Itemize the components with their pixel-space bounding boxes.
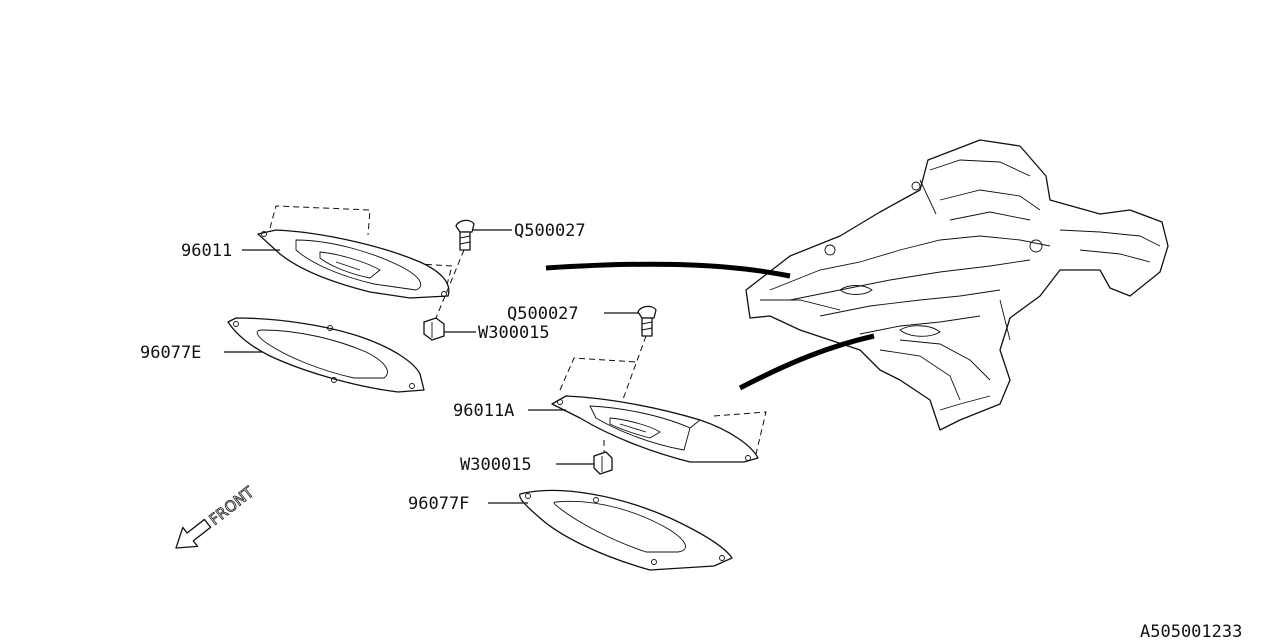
floor-pan-assembly — [745, 139, 1169, 431]
label-w300015-top: W300015 — [478, 323, 550, 343]
label-q500027-top: Q500027 — [514, 221, 586, 241]
front-label: FRONT — [206, 483, 258, 529]
gasket-96077f — [519, 489, 733, 571]
clip-w300015-bottom — [593, 440, 613, 475]
label-q500027-mid: Q500027 — [507, 304, 579, 324]
label-96011: 96011 — [181, 241, 232, 261]
gasket-96077e — [227, 317, 425, 393]
front-arrow-icon: FRONT — [175, 482, 258, 549]
label-w300015-bottom: W300015 — [460, 455, 532, 475]
screw-q500027-top — [435, 219, 475, 319]
label-96011a: 96011A — [453, 401, 514, 421]
diagram-id: A505001233 — [1140, 622, 1242, 640]
clip-w300015-top — [423, 317, 445, 341]
screw-q500027-mid — [621, 305, 657, 403]
pointer-line-lower — [738, 333, 875, 391]
cover-plate-96011 — [257, 205, 453, 299]
label-96077e: 96077E — [140, 343, 201, 363]
cover-plate-96011a — [551, 357, 767, 463]
pointer-line-upper — [545, 261, 791, 279]
label-96077f: 96077F — [408, 494, 469, 514]
